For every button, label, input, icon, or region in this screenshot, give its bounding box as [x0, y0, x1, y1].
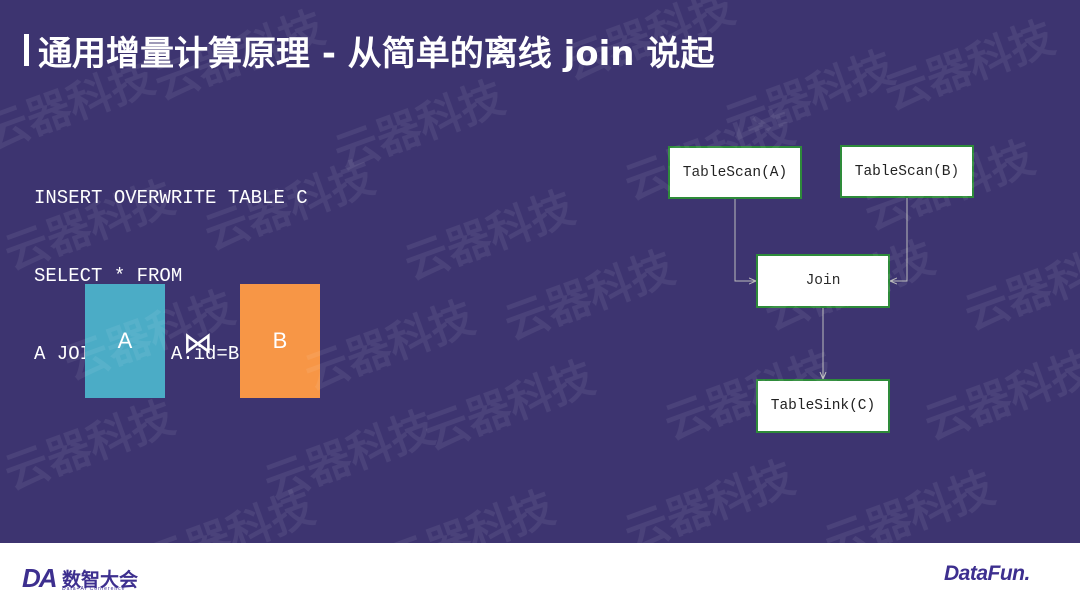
plan-node-tablescan-a: TableScan(A)	[668, 146, 802, 199]
da-logo-text: 数智大会	[62, 569, 139, 591]
slide: 通用增量计算原理 - 从简单的离线 join 说起 INSERT OVERWRI…	[0, 0, 1080, 543]
plan-node-join: Join	[756, 254, 890, 308]
join-symbol-icon: ⋈	[183, 326, 213, 361]
sql-line: SELECT * FROM	[34, 265, 183, 287]
plan-edges	[734, 198, 908, 543]
datafun-logo: DataFun.	[944, 562, 1030, 585]
relation-a-box: A	[85, 284, 165, 398]
sql-line: INSERT OVERWRITE TABLE C	[34, 187, 308, 209]
title-accent-bar	[24, 34, 29, 66]
edge-scan-b-to-join	[890, 198, 908, 281]
da-logo-mark: DA	[22, 563, 58, 593]
relation-b-box: B	[240, 284, 320, 398]
plan-node-tablesink-c: TableSink(C)	[756, 379, 890, 433]
da-logo-subtext: Data+AI Conference	[62, 586, 126, 592]
plan-node-tablescan-b: TableScan(B)	[840, 145, 974, 198]
footer-bar	[0, 543, 1080, 596]
edge-scan-a-to-join	[734, 199, 756, 281]
slide-title: 通用增量计算原理 - 从简单的离线 join 说起	[38, 34, 715, 74]
